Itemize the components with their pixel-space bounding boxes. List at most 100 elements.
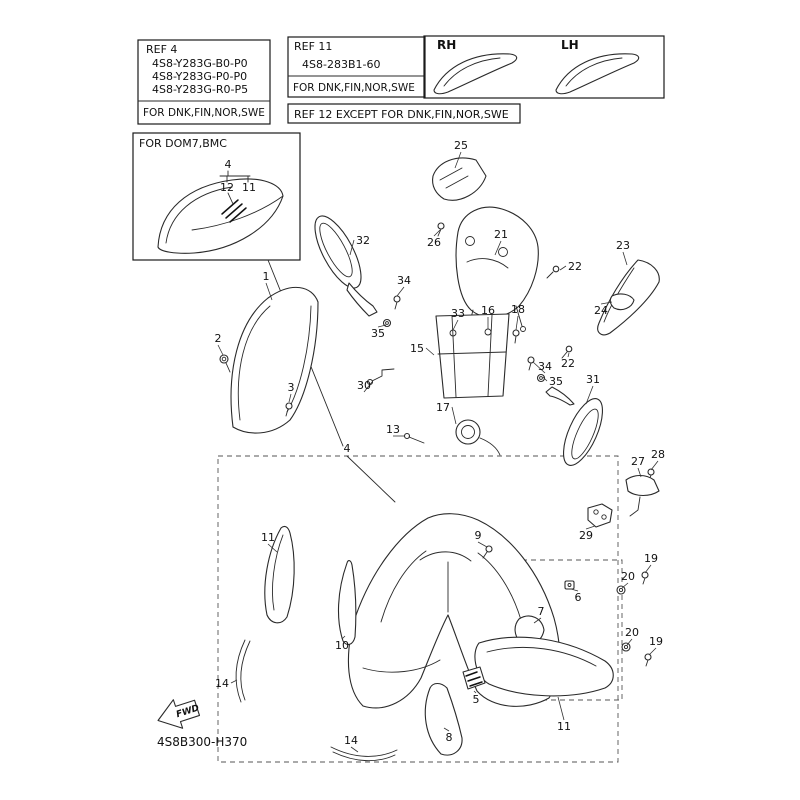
ref11-note: FOR DNK,FIN,NOR,SWE xyxy=(293,82,415,94)
part-22-screw-upper xyxy=(546,265,560,279)
leader-line-10 xyxy=(341,635,346,640)
decal-rh xyxy=(433,53,518,95)
callout-35: 35 xyxy=(549,375,563,388)
part-25-cover xyxy=(432,157,487,201)
part-29-bracket xyxy=(587,503,613,528)
part-20-grommet-lower xyxy=(621,642,631,652)
drawing-code: 4S8B300-H370 xyxy=(157,735,247,749)
leader-line-8 xyxy=(443,727,450,732)
part-11-right-panel xyxy=(474,636,614,697)
callout-11: 11 xyxy=(242,181,256,194)
fwd-arrow: FWD xyxy=(157,699,201,729)
leader-line-24 xyxy=(600,301,613,305)
assembly-leader-line xyxy=(346,455,396,503)
leader-line-20 xyxy=(626,638,633,646)
part-20-grommet-upper xyxy=(616,585,626,595)
part-10-inner-panel xyxy=(337,560,357,646)
callout-10: 10 xyxy=(335,639,349,652)
part-35-nut-left xyxy=(382,318,392,328)
part-2-bolt xyxy=(219,354,231,373)
part-19-bolt-upper xyxy=(641,571,649,585)
callout-11: 11 xyxy=(557,720,571,733)
ref4-part-2: 4S8-Y283G-P0-P0 xyxy=(152,70,247,83)
ref4-part-1: 4S8-Y283G-B0-P0 xyxy=(152,57,248,70)
leader-line-35 xyxy=(377,324,387,328)
ref11-title: REF 11 xyxy=(294,40,332,53)
callout-21: 21 xyxy=(494,228,508,241)
leader-line-17 xyxy=(451,406,457,425)
part-15-cowl-stay xyxy=(435,313,510,399)
callout-17: 17 xyxy=(436,401,450,414)
ref12-banner: REF 12 EXCEPT FOR DNK,FIN,NOR,SWE xyxy=(287,103,521,124)
leader-line-2 xyxy=(217,344,224,356)
leader-line-21 xyxy=(494,240,502,256)
leader-line-30 xyxy=(363,381,373,393)
leader-line-11 xyxy=(557,696,565,721)
callout-25: 25 xyxy=(454,139,468,152)
leader-line-18 xyxy=(515,315,519,331)
dom-box: FOR DOM7,BMC xyxy=(132,132,301,261)
part-26-screw xyxy=(437,222,445,237)
part-27-stay xyxy=(625,474,660,517)
callout-19: 19 xyxy=(649,635,663,648)
dom-windshield-drawing xyxy=(157,178,284,254)
leader-line-25 xyxy=(454,151,462,169)
part-5-damper xyxy=(462,666,486,690)
leader-line-29 xyxy=(585,525,596,530)
ref12-note: REF 12 EXCEPT FOR DNK,FIN,NOR,SWE xyxy=(294,108,509,121)
callout-4: 4 xyxy=(225,158,232,171)
leader-line-11 xyxy=(267,543,278,553)
leader-line-20 xyxy=(621,582,629,589)
callout-9: 9 xyxy=(475,529,482,542)
callout-27: 27 xyxy=(631,455,645,468)
callout-29: 29 xyxy=(579,529,593,542)
callout-12: 12 xyxy=(220,181,234,194)
callout-32: 32 xyxy=(356,234,370,247)
dom-callout-bracket xyxy=(219,170,251,205)
leader-line-32 xyxy=(349,239,355,256)
leader-line-23 xyxy=(622,251,628,266)
callout-14: 14 xyxy=(215,677,229,690)
callout-2: 2 xyxy=(215,332,222,345)
callout-8: 8 xyxy=(446,731,453,744)
assembly-dashed-box xyxy=(217,455,619,763)
leader-line-34 xyxy=(396,286,405,297)
leader-line-19 xyxy=(644,564,652,574)
part-32-mirror-left xyxy=(314,215,378,317)
callout-35: 35 xyxy=(371,327,385,340)
callout-6: 6 xyxy=(575,591,582,604)
part-31-mirror-right xyxy=(545,386,603,466)
leader-line-33 xyxy=(452,319,459,331)
part-9-bolt xyxy=(482,545,493,559)
leader-line-35 xyxy=(542,376,548,382)
graphics-box: RH LH xyxy=(423,35,665,99)
ref4-title: REF 4 xyxy=(146,43,177,56)
leader-line-34 xyxy=(532,361,546,374)
callout-7: 7 xyxy=(538,605,545,618)
ref11-box: REF 11 4S8-283B1-60 FOR DNK,FIN,NOR,SWE xyxy=(287,36,426,98)
callout-1: 1 xyxy=(263,270,270,283)
callout-22: 22 xyxy=(568,260,582,273)
callout-30: 30 xyxy=(357,379,371,392)
ref4-part-3: 4S8-Y283G-R0-P5 xyxy=(152,83,248,96)
leader-line-5 xyxy=(473,690,477,694)
callout-16: 16 xyxy=(481,304,495,317)
part-13-screw xyxy=(403,432,425,444)
dom-note: FOR DOM7,BMC xyxy=(139,137,227,150)
label-lh: LH xyxy=(561,38,579,52)
leader-line-9 xyxy=(477,541,488,548)
leader-line-14 xyxy=(350,746,359,753)
label-rh: RH xyxy=(437,38,456,52)
callout-23: 23 xyxy=(616,239,630,252)
callout-5: 5 xyxy=(473,693,480,706)
part-21-upper-cowl xyxy=(455,206,539,336)
callout-26: 26 xyxy=(427,236,441,249)
part-1-windshield xyxy=(230,286,319,434)
callout-34: 34 xyxy=(397,274,411,287)
leader-line-7 xyxy=(533,617,542,624)
ref4-box: REF 4 4S8-Y283G-B0-P0 4S8-Y283G-P0-P0 4S… xyxy=(137,39,271,125)
callout-28: 28 xyxy=(651,448,665,461)
callout-20: 20 xyxy=(625,626,639,639)
callout-24: 24 xyxy=(594,304,608,317)
